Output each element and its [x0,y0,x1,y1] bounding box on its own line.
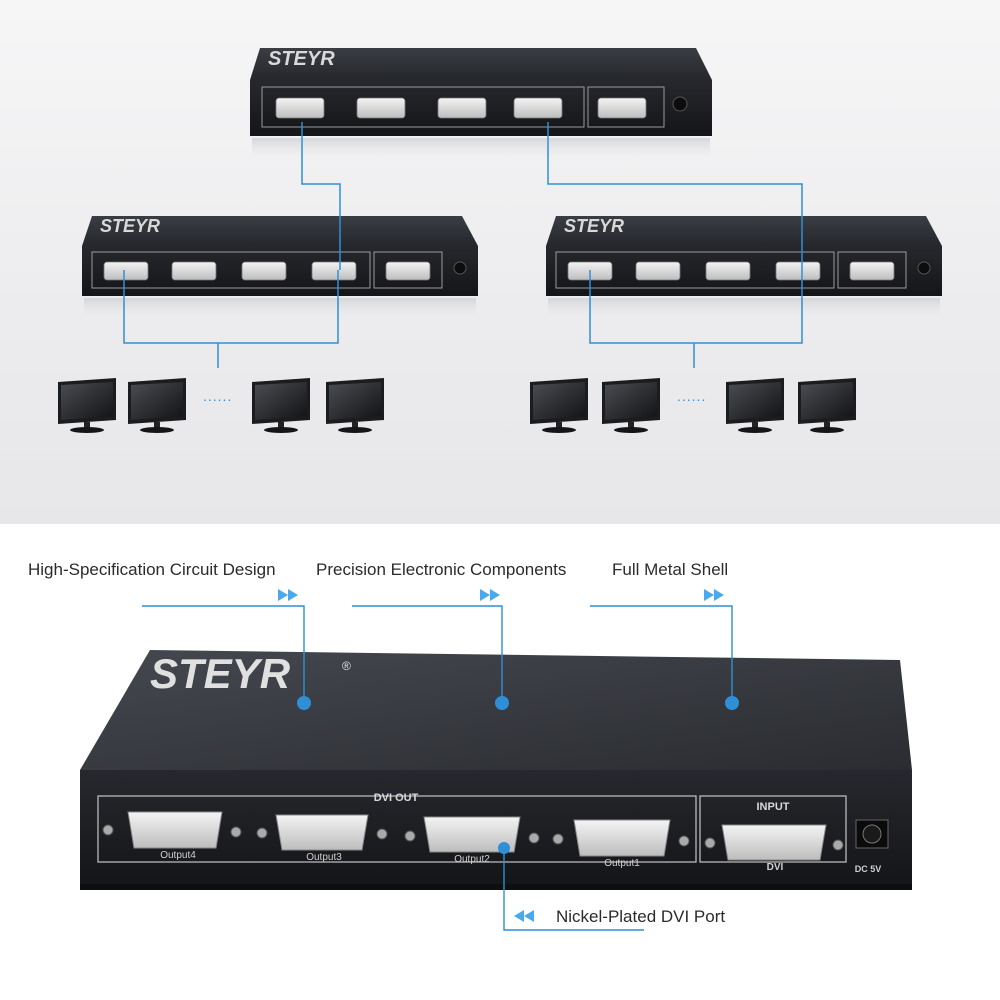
monitor-icon [726,378,784,433]
monitor-group-right [530,378,856,433]
splitter-top [250,48,712,160]
monitor-icon [252,378,310,433]
registered-mark: ® [342,659,351,673]
brand-logo-closeup: STEYR [150,650,291,697]
output4-label: Output4 [160,850,196,861]
monitor-group-left [58,378,384,433]
cascade-connections [123,122,803,368]
splitter-left [82,216,478,318]
splitter-right [546,216,942,318]
dvi-out-label: DVI OUT [374,792,419,804]
power-label: DC 5V [855,864,882,874]
feature-shell-label: Full Metal Shell [612,560,729,579]
monitor-icon [530,378,588,433]
double-arrow-right-icon [480,589,500,601]
splitter-closeup [80,650,912,890]
output1-label: Output1 [604,858,640,869]
feature-circuit-label: High-Specification Circuit Design [28,560,276,579]
output3-label: Output3 [306,852,342,863]
monitor-icon [798,378,856,433]
monitor-ellipsis-right: ...... [677,388,707,404]
arrow-icons [278,589,724,922]
output2-label: Output2 [454,854,490,865]
double-arrow-right-icon [278,589,298,601]
feature-components-label: Precision Electronic Components [316,560,567,579]
brand-logo-right: STEYR [564,216,624,236]
monitor-icon [602,378,660,433]
monitor-icon [326,378,384,433]
callout-dots [297,696,739,854]
feature-port-label: Nickel-Plated DVI Port [556,907,726,926]
input-port-label: DVI [767,862,784,873]
brand-logo-left: STEYR [100,216,160,236]
callout-lines [142,605,733,931]
monitor-ellipsis-left: ...... [203,388,233,404]
monitor-icon [58,378,116,433]
double-arrow-right-icon [704,589,724,601]
monitor-icon [128,378,186,433]
double-arrow-left-icon [514,910,534,922]
input-label: INPUT [757,801,790,813]
brand-logo-top: STEYR [268,48,335,70]
